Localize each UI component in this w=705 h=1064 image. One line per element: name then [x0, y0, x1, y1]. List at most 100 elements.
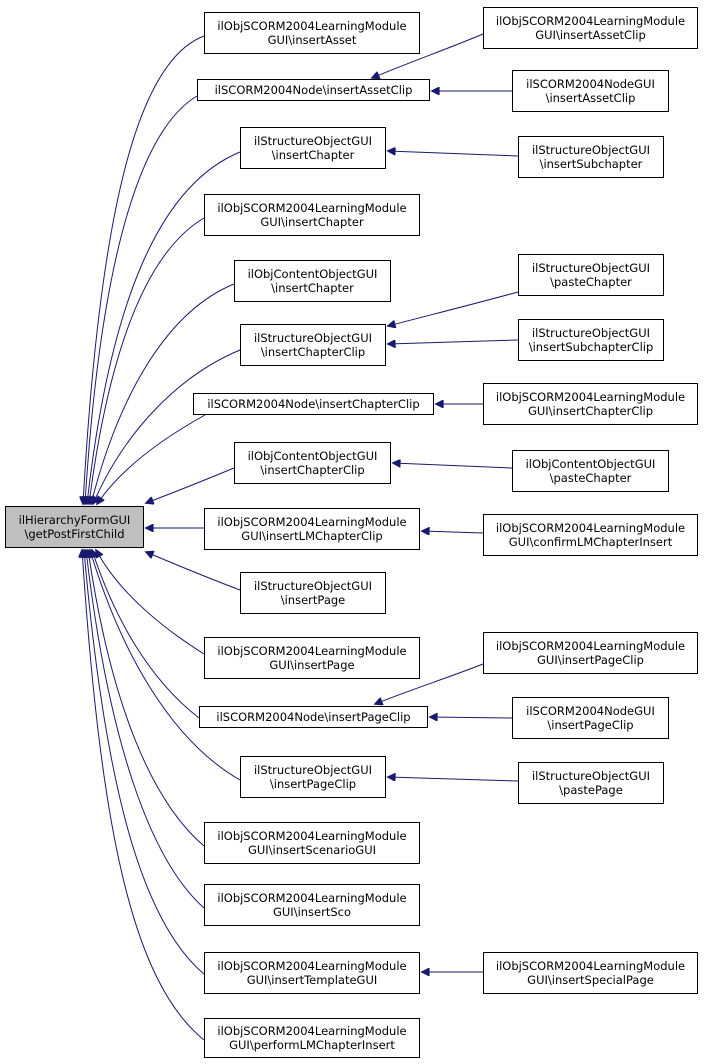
node-lm-insertTemplateGUI[interactable]: ilObjSCORM2004LearningModule GUI\insertT…: [204, 952, 420, 994]
edge-contentInsertChapter-to-root: [91, 283, 235, 504]
edge-nodeInsertAssetClip-to-root: [85, 95, 198, 504]
node-label-line2: GUI\insertAsset: [267, 33, 357, 47]
node-lm-insertScenarioGUI[interactable]: ilObjSCORM2004LearningModule GUI\insertS…: [204, 822, 420, 864]
node-label-line1: ilObjSCORM2004LearningModule: [217, 19, 407, 33]
node-label-line1: ilObjSCORM2004LearningModule: [495, 390, 686, 404]
node-label-line2: \insertPageClip: [547, 718, 634, 732]
node-label-line1: ilSCORM2004Node\insertAssetClip: [214, 83, 413, 97]
node-label-line2: \insertPageClip: [269, 777, 357, 791]
node-label-line1: ilObjSCORM2004LearningModule: [217, 891, 407, 905]
node-label-line2: \insertChapter: [271, 281, 354, 295]
node-label-line1: ilObjSCORM2004LearningModule: [217, 644, 407, 658]
node-label-line2: GUI\insertScenarioGUI: [247, 843, 377, 857]
node-struct-insertChapterClip[interactable]: ilStructureObjectGUI \insertChapterClip: [240, 324, 386, 366]
edge-lmInsertAssetClip-to-nodeInsertAssetClip: [372, 33, 484, 78]
node-lm-insertSco[interactable]: ilObjSCORM2004LearningModule GUI\insertS…: [204, 884, 420, 926]
node-label-line1: ilSCORM2004Node\insertPageClip: [216, 710, 411, 724]
node-scorm-node-insertAssetClip[interactable]: ilSCORM2004Node\insertAssetClip: [197, 79, 430, 101]
node-content-insertChapter[interactable]: ilObjContentObjectGUI \insertChapter: [234, 260, 391, 302]
node-lm-insertSpecialPage[interactable]: ilObjSCORM2004LearningModule GUI\insertS…: [483, 952, 698, 994]
node-lm-confirmLMChapterInsert[interactable]: ilObjSCORM2004LearningModule GUI\confirm…: [483, 514, 698, 556]
node-lm-insertChapterClip[interactable]: ilObjSCORM2004LearningModule GUI\insertC…: [483, 383, 698, 425]
node-label-line1: ilObjSCORM2004LearningModule: [217, 959, 407, 973]
edge-lmInsertPage-to-root: [96, 550, 205, 655]
node-label-line2: \insertSubchapter: [539, 157, 643, 171]
edge-structInsertChapter-to-root: [87, 151, 241, 504]
node-label-line2: \pastePage: [559, 783, 623, 797]
node-scorm-nodegui-insertPageClip[interactable]: ilSCORM2004NodeGUI \insertPageClip: [512, 697, 669, 739]
node-struct-insertPage[interactable]: ilStructureObjectGUI \insertPage: [240, 572, 386, 614]
node-label-line2: GUI\insertTemplateGUI: [246, 973, 378, 987]
edge-structInsertPageClip-to-root: [90, 550, 241, 781]
node-label-line1: ilSCORM2004Node\insertChapterClip: [207, 397, 420, 411]
edge-structInsertSubchapterClip-to-structInsertChapterClip: [388, 339, 519, 344]
node-label-line1: ilObjSCORM2004LearningModule: [495, 14, 686, 28]
node-label-line1: ilStructureObjectGUI: [253, 331, 373, 345]
node-label-line2: GUI\insertPageClip: [537, 653, 644, 667]
node-lm-insertPageClip[interactable]: ilObjSCORM2004LearningModule GUI\insertP…: [483, 632, 698, 674]
node-label-line1: ilStructureObjectGUI: [531, 261, 651, 275]
node-lm-insertAsset[interactable]: ilObjSCORM2004LearningModule GUI\insertA…: [204, 12, 420, 54]
node-label-line1: ilObjSCORM2004LearningModule: [217, 829, 407, 843]
node-lm-insertPage[interactable]: ilObjSCORM2004LearningModule GUI\insertP…: [204, 637, 420, 679]
node-label-line1: ilSCORM2004NodeGUI: [526, 704, 655, 718]
node-label-line1: ilObjSCORM2004LearningModule: [495, 959, 686, 973]
node-label-line2: \insertChapter: [271, 148, 355, 162]
node-label-line1: ilStructureObjectGUI: [531, 769, 651, 783]
node-label-line2: GUI\insertSco: [272, 905, 352, 919]
node-label-line2: GUI\insertSpecialPage: [527, 973, 654, 987]
node-label-line1: ilObjContentObjectGUI: [525, 457, 656, 471]
edge-lmInsertChapter-to-root: [89, 217, 205, 504]
node-label-line2: \pasteChapter: [550, 275, 632, 289]
node-label-line1: ilObjContentObjectGUI: [247, 267, 378, 281]
node-label-line1: ilStructureObjectGUI: [253, 763, 373, 777]
edge-contentInsertChapterClip-to-root: [146, 467, 235, 503]
node-label-line1: ilObjSCORM2004LearningModule: [217, 1024, 407, 1038]
node-scorm-node-insertPageClip[interactable]: ilSCORM2004Node\insertPageClip: [199, 706, 428, 728]
edges: [82, 33, 519, 1041]
node-content-insertChapterClip[interactable]: ilObjContentObjectGUI \insertChapterClip: [234, 442, 391, 484]
node-struct-insertPageClip[interactable]: ilStructureObjectGUI \insertPageClip: [240, 756, 386, 798]
edge-lmInsertTemplateGUI-to-root: [84, 550, 205, 975]
node-label-line1: ilObjSCORM2004LearningModule: [217, 515, 407, 529]
edge-structInsertPage-to-root: [146, 552, 241, 591]
node-scorm-nodegui-insertAssetClip[interactable]: ilSCORM2004NodeGUI \insertAssetClip: [512, 70, 669, 112]
node-struct-insertSubchapterClip[interactable]: ilStructureObjectGUI \insertSubchapterCl…: [518, 319, 664, 361]
node-label-line1: ilObjContentObjectGUI: [247, 449, 378, 463]
root-node-label-line2: \getPostFirstChild: [24, 527, 125, 541]
node-struct-pasteChapter[interactable]: ilStructureObjectGUI \pasteChapter: [518, 254, 664, 296]
node-lm-insertLMChapterClip[interactable]: ilObjSCORM2004LearningModule GUI\insertL…: [204, 508, 420, 550]
node-content-pasteChapter[interactable]: ilObjContentObjectGUI \pasteChapter: [512, 450, 669, 492]
edge-lmInsertPageClip-to-nodeInsertPageClip: [375, 663, 484, 704]
node-label-line2: \insertAssetClip: [545, 91, 636, 105]
root-node-getPostFirstChild[interactable]: ilHierarchyFormGUI \getPostFirstChild: [5, 506, 144, 548]
node-label-line2: GUI\insertAssetClip: [535, 28, 646, 42]
node-label-line1: ilObjSCORM2004LearningModule: [495, 639, 686, 653]
node-label-line2: \insertChapterClip: [260, 463, 365, 477]
root-node-label-line1: ilHierarchyFormGUI: [18, 513, 131, 527]
node-lm-insertChapter[interactable]: ilObjSCORM2004LearningModule GUI\insertC…: [204, 194, 420, 236]
edge-structInsertSubchapter-to-structInsertChapter: [388, 151, 519, 157]
edge-structPastePage-to-structInsertPageClip: [388, 777, 519, 782]
node-label-line2: \insertSubchapterClip: [528, 340, 654, 354]
node-label-line1: ilObjSCORM2004LearningModule: [217, 201, 407, 215]
node-label-line2: \insertChapterClip: [260, 345, 366, 359]
edge-lmInsertScenarioGUI-to-root: [88, 550, 205, 847]
node-scorm-node-insertChapterClip[interactable]: ilSCORM2004Node\insertChapterClip: [193, 393, 434, 415]
node-label-line1: ilStructureObjectGUI: [531, 143, 651, 157]
node-label-line1: ilStructureObjectGUI: [531, 326, 651, 340]
node-label-line2: GUI\insertPage: [269, 658, 355, 672]
node-label-line2: GUI\confirmLMChapterInsert: [508, 535, 673, 549]
node-label-line1: ilObjSCORM2004LearningModule: [495, 521, 686, 535]
edge-structInsertChapterClip-to-root: [93, 349, 241, 504]
edge-contentPasteChapter-to-contentInsertChapterClip: [393, 463, 513, 469]
node-struct-insertChapter[interactable]: ilStructureObjectGUI \insertChapter: [240, 127, 386, 169]
node-struct-insertSubchapter[interactable]: ilStructureObjectGUI \insertSubchapter: [518, 136, 664, 178]
edge-nodeInsertChapterClip-to-root: [97, 414, 206, 504]
node-lm-insertAssetClip[interactable]: ilObjSCORM2004LearningModule GUI\insertA…: [483, 7, 698, 49]
node-struct-pastePage[interactable]: ilStructureObjectGUI \pastePage: [518, 762, 664, 804]
node-lm-performLMChapterInsert[interactable]: ilObjSCORM2004LearningModule GUI\perform…: [204, 1018, 420, 1058]
node-label-line1: ilSCORM2004NodeGUI: [526, 77, 655, 91]
edge-lmInsertSco-to-root: [86, 550, 205, 909]
